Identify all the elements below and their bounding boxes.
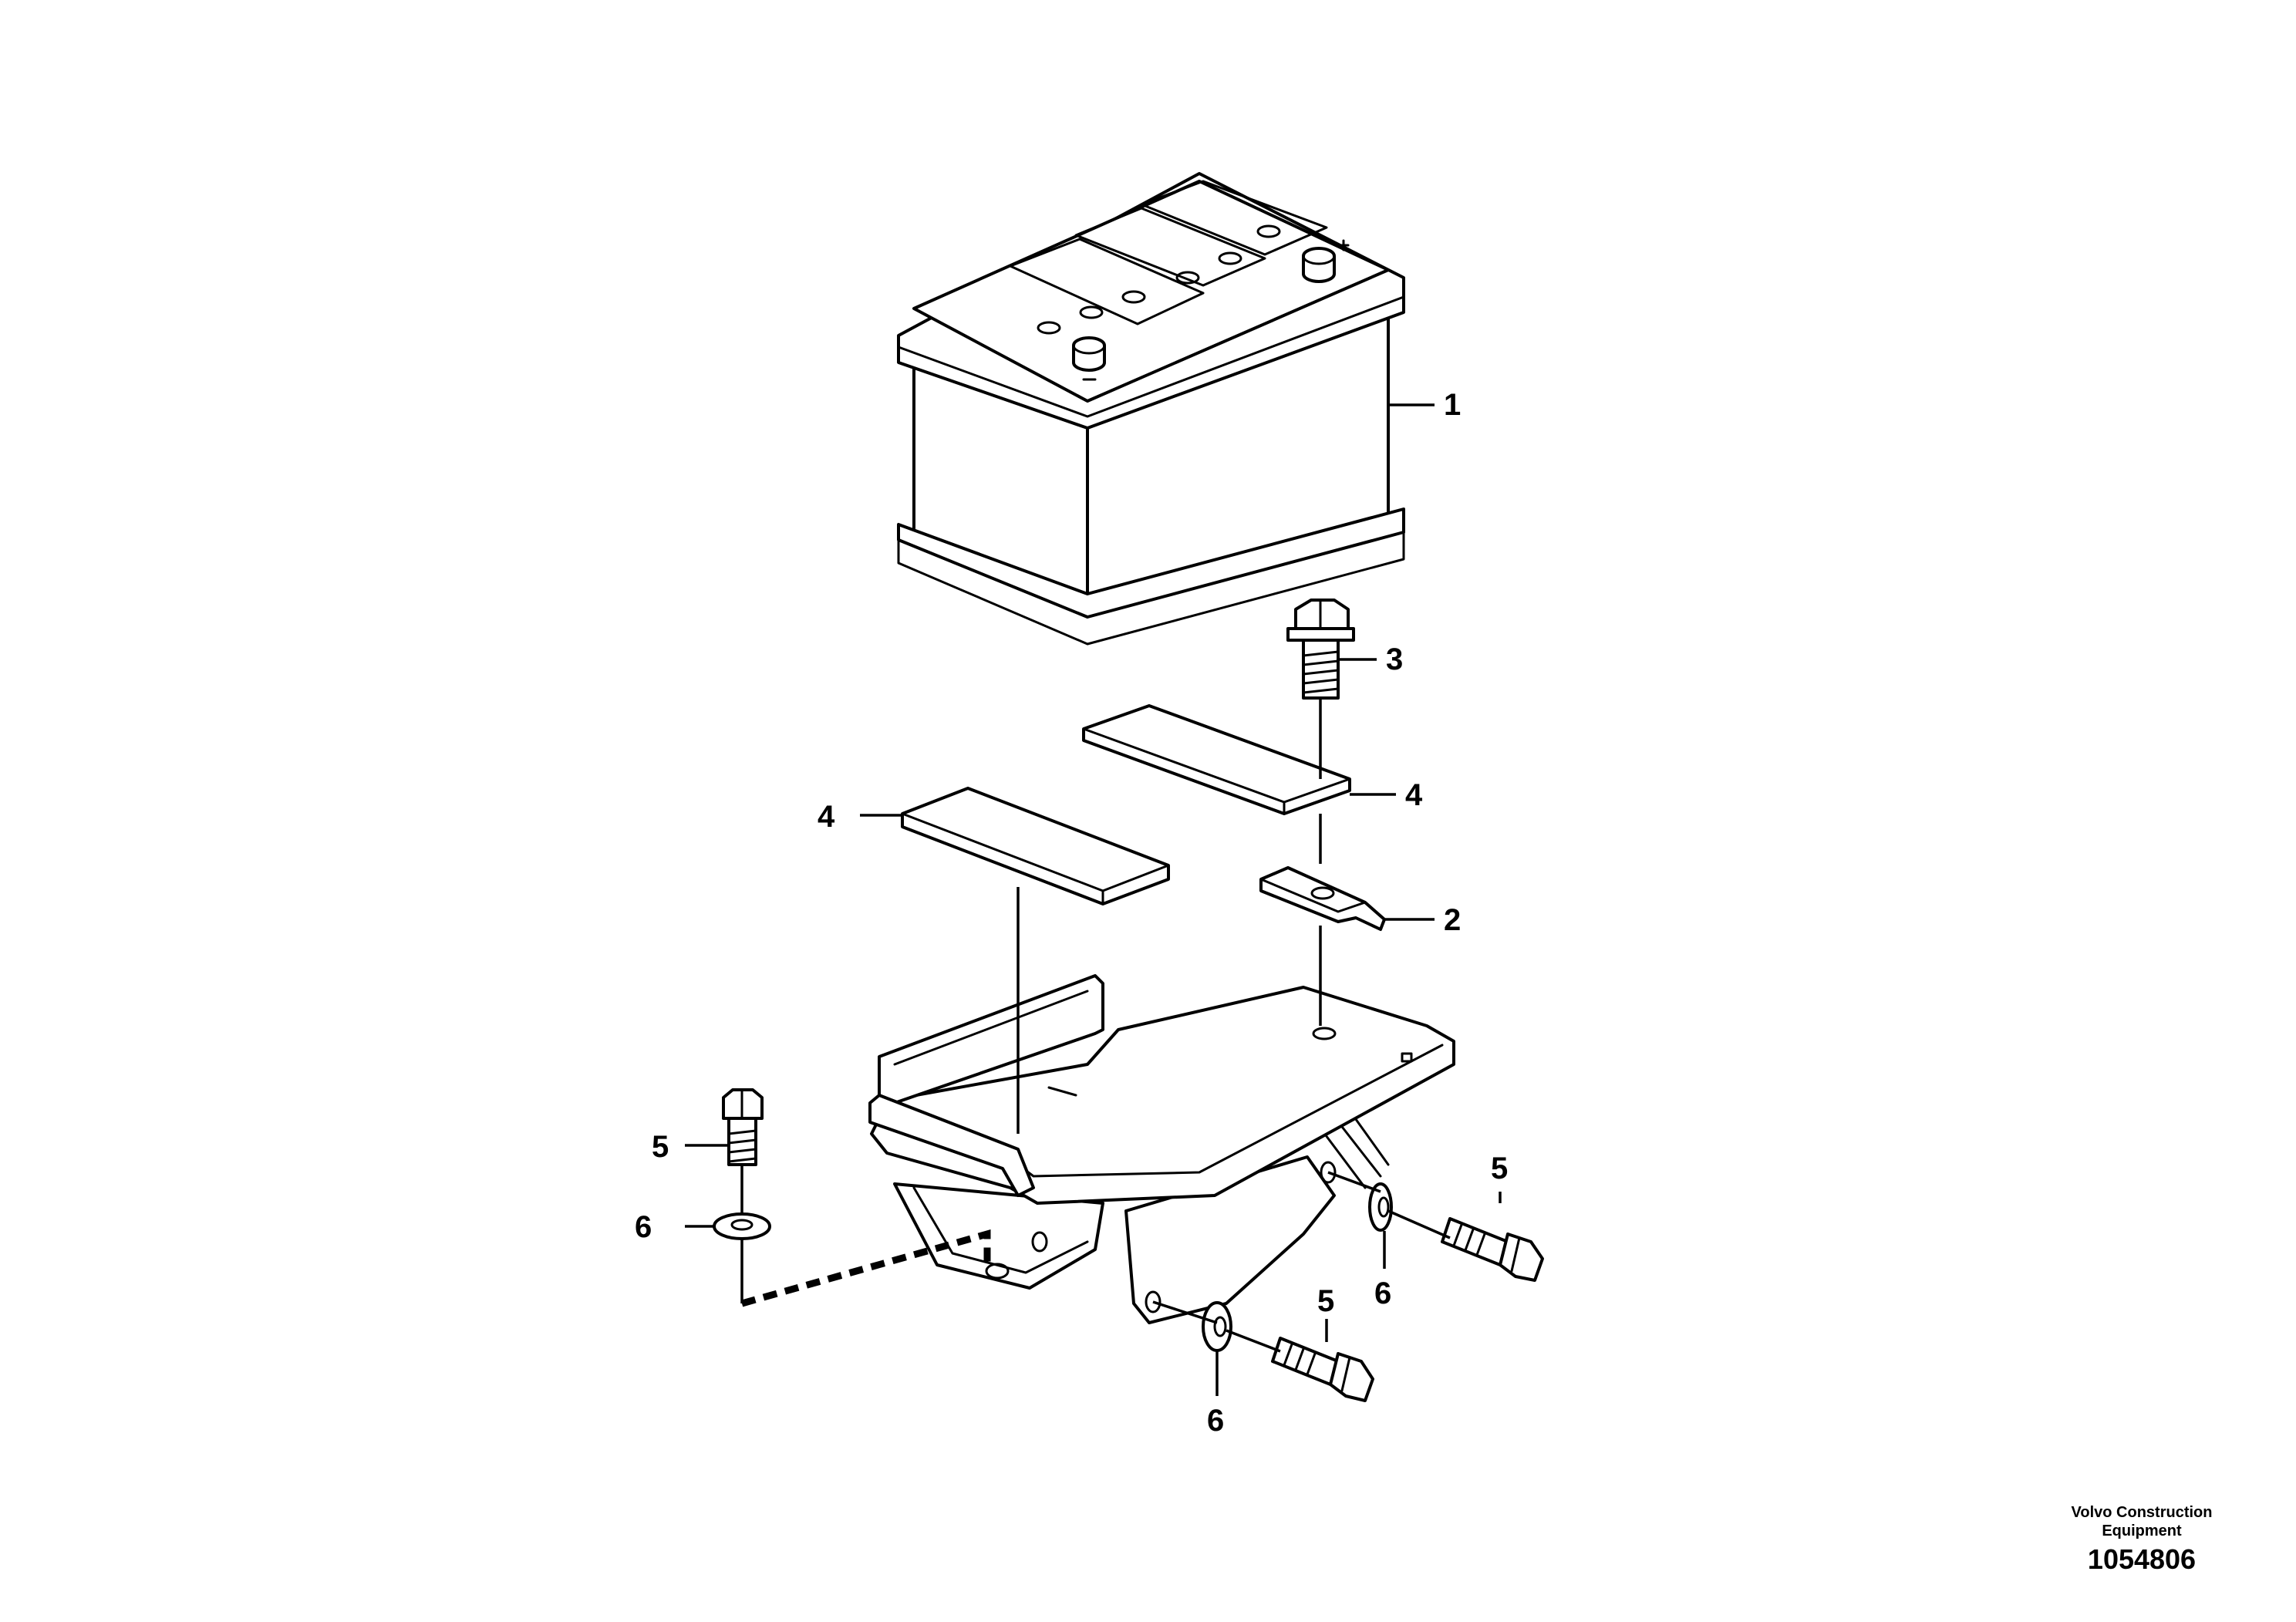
callout-clamp: 2 xyxy=(1444,903,1461,937)
callout-bolt-left: 5 xyxy=(652,1130,669,1164)
callout-pad-right: 4 xyxy=(1405,778,1423,812)
bolt-bottom xyxy=(1271,1337,1374,1402)
vent-caps xyxy=(1037,224,1281,335)
battery xyxy=(897,172,1405,646)
battery-tray xyxy=(868,974,1455,1324)
washer-right xyxy=(1368,1182,1393,1232)
drawing-caption: Volvo Construction Equipment 1054806 xyxy=(2057,1503,2227,1576)
callout-bolt-bottom: 5 xyxy=(1317,1284,1334,1318)
assembly-lines xyxy=(740,698,1451,1353)
rubber-pad-right xyxy=(1082,704,1351,815)
clamp xyxy=(1259,866,1386,931)
callout-screw: 3 xyxy=(1386,642,1403,676)
callout-bolt-right: 5 xyxy=(1491,1152,1508,1185)
callout-leaders xyxy=(685,403,1502,1396)
washer-left xyxy=(713,1212,771,1240)
negative-terminal xyxy=(1072,336,1106,381)
washer-bottom xyxy=(1202,1301,1232,1352)
callout-battery: 1 xyxy=(1444,388,1461,422)
callout-pad-left: 4 xyxy=(818,800,835,834)
manufacturer-name: Volvo Construction Equipment xyxy=(2071,1504,2213,1539)
callout-washer-right: 6 xyxy=(1374,1276,1391,1310)
bolt-right xyxy=(1441,1217,1544,1282)
callout-washer-left: 6 xyxy=(635,1210,652,1244)
screw-top xyxy=(1286,599,1355,700)
positive-terminal xyxy=(1302,239,1350,283)
drawing-number: 1054806 xyxy=(2087,1543,2197,1575)
callout-washer-bottom: 6 xyxy=(1207,1404,1224,1438)
bolt-left xyxy=(722,1088,764,1166)
rubber-pad-left xyxy=(901,787,1170,905)
